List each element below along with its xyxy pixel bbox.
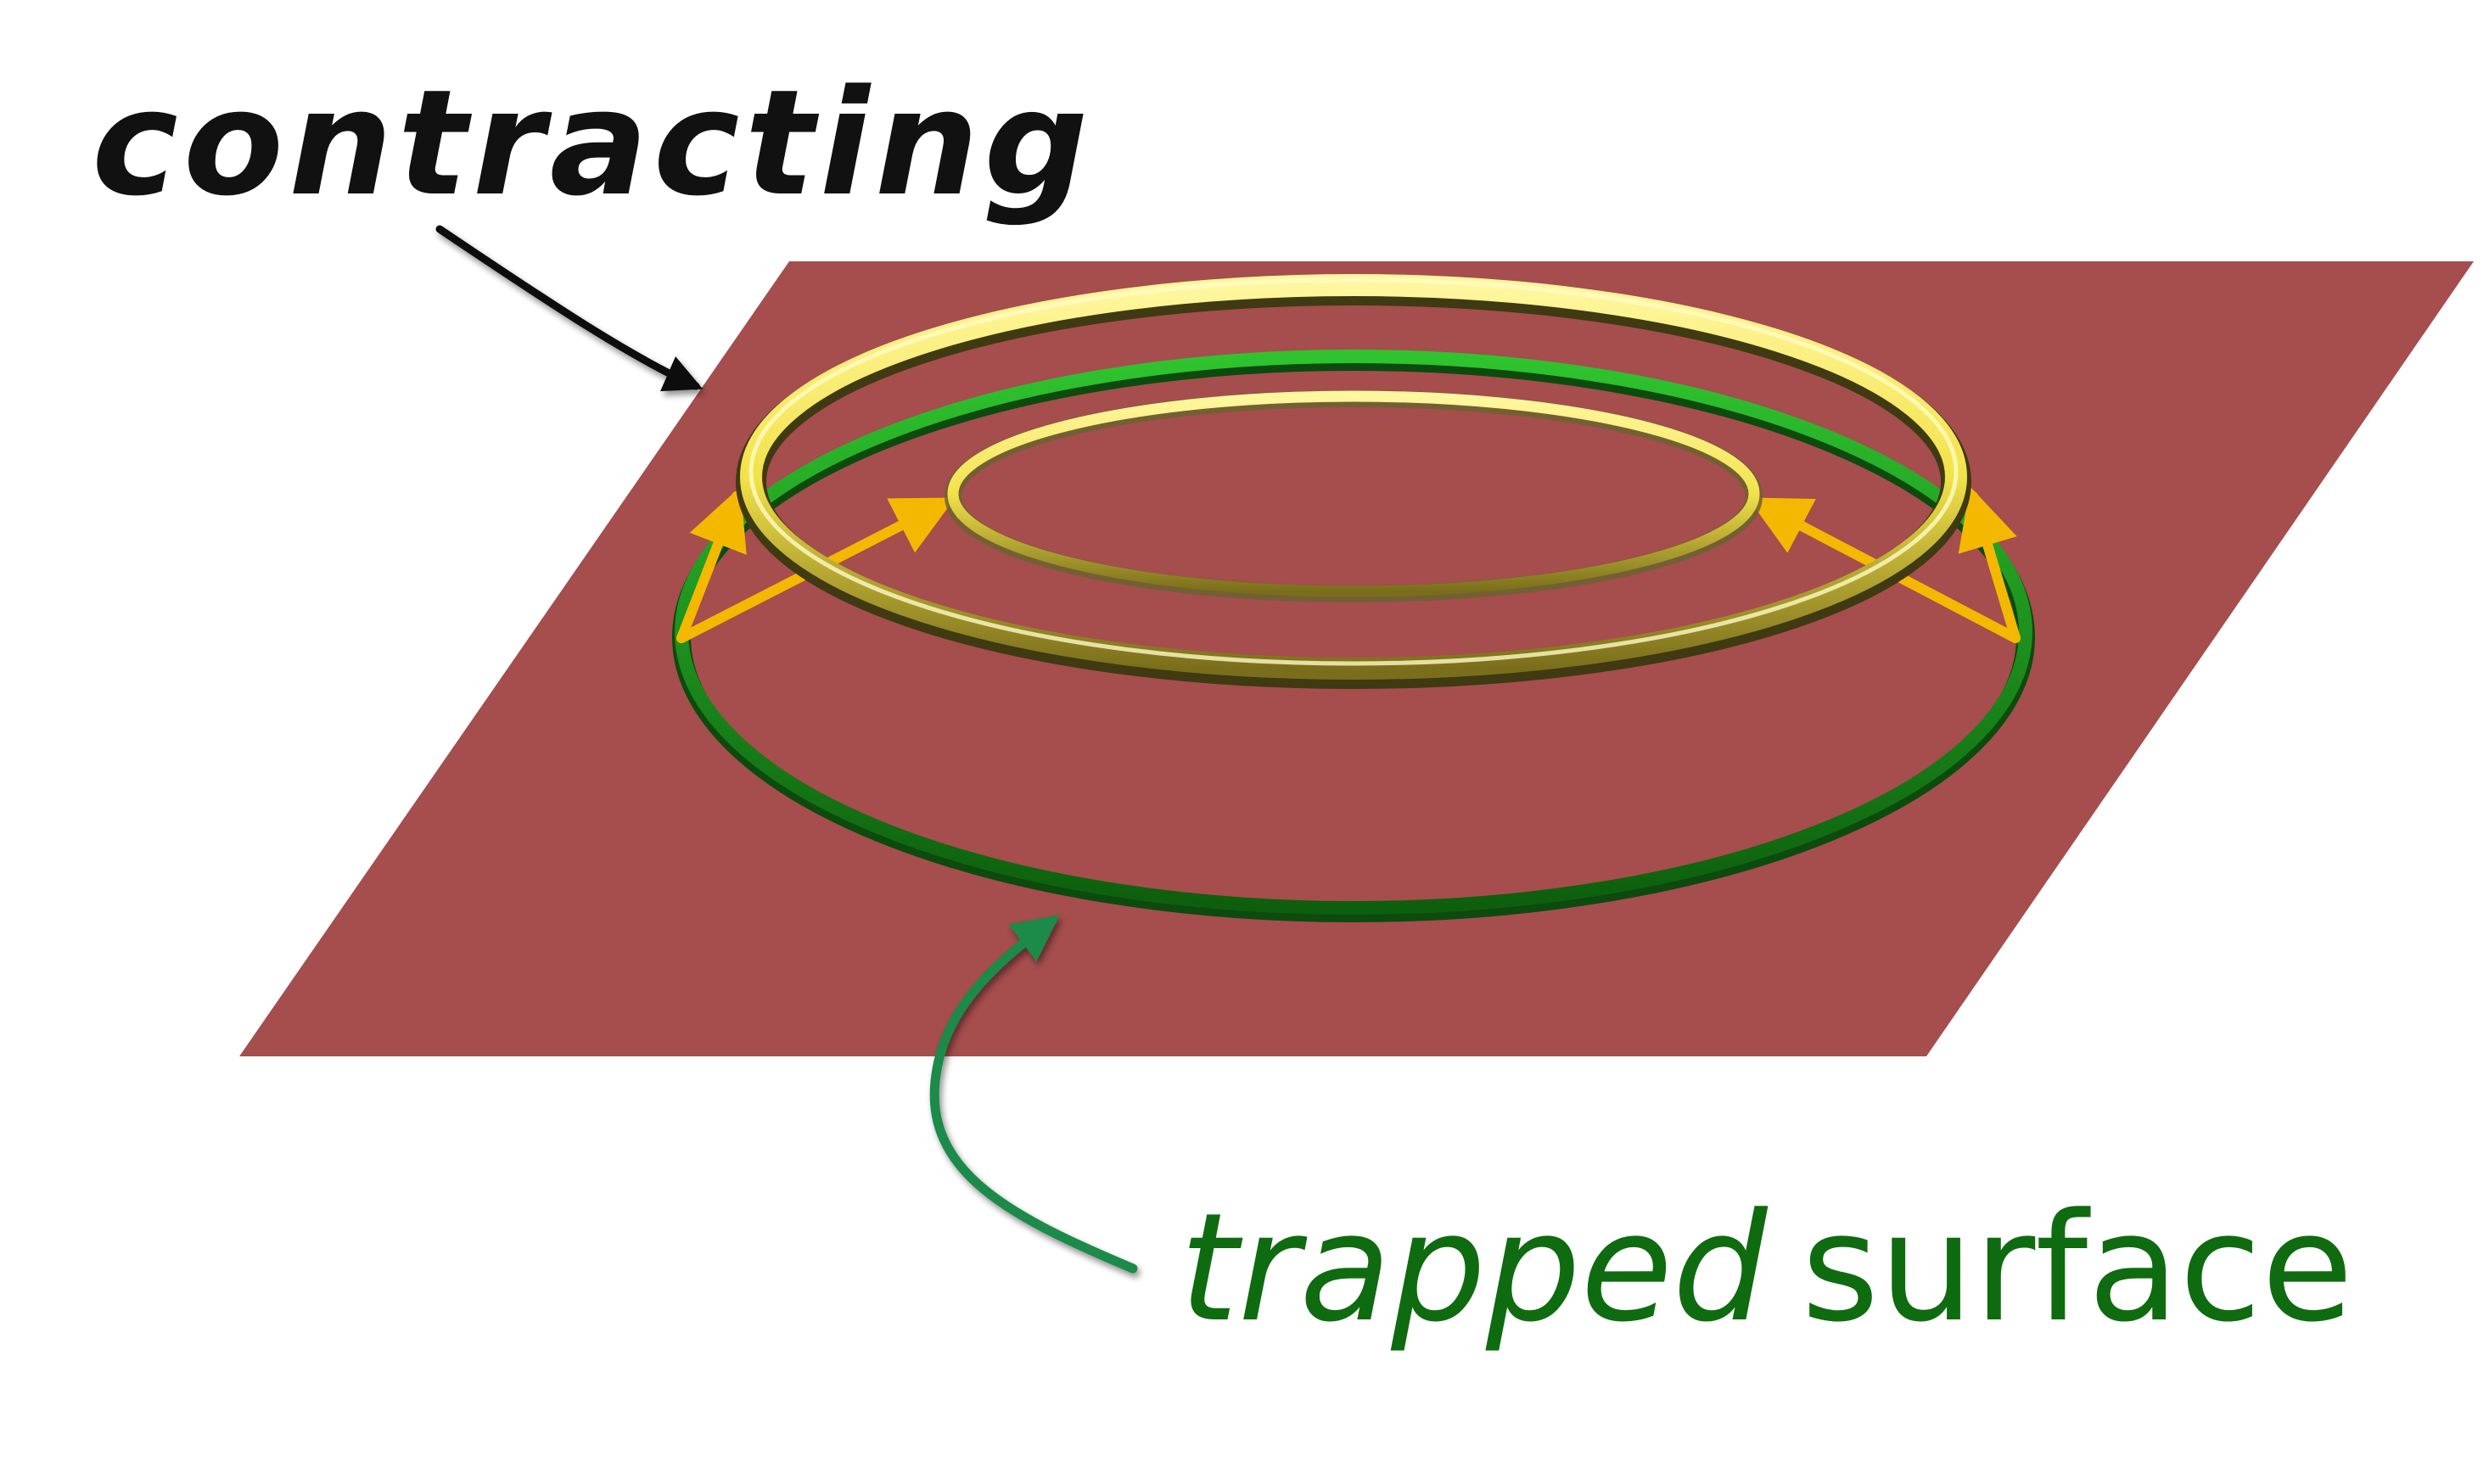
inner-ring: [947, 390, 1760, 597]
null-arrow-left-outward: [676, 486, 747, 643]
contracting-pointer-icon: [435, 225, 704, 392]
outer-ring-highlight: [748, 277, 1959, 666]
trapped-word: trapped: [1180, 1181, 1769, 1355]
null-arrow-right-outward: [1958, 486, 2021, 643]
trapped-pointer-icon: [929, 915, 1138, 1274]
surface-word: surface: [1802, 1181, 2353, 1355]
trapped-surface-label: trapped surface: [1180, 1181, 2353, 1355]
contracting-label: contracting: [92, 58, 1093, 228]
